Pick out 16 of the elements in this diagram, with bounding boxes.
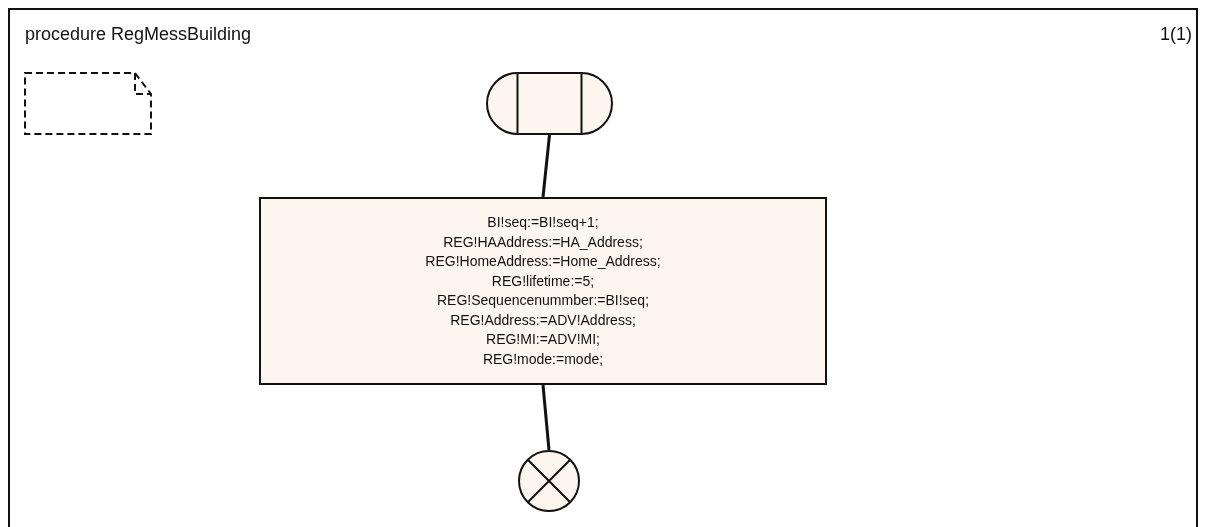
task-statement: REG!MI:=ADV!MI;	[486, 330, 600, 349]
flow-line	[541, 134, 551, 198]
task-statement: BI!seq:=BI!seq+1;	[487, 213, 599, 232]
task-statement: REG!mode:=mode;	[482, 349, 604, 369]
page-number: 1(1)	[1160, 24, 1192, 45]
flow-line	[541, 384, 551, 451]
procedure-start-symbol	[486, 72, 613, 135]
comment-symbol	[24, 72, 152, 135]
task-statement: REG!HomeAddress:=Home_Address;	[425, 252, 661, 271]
diagram-title: procedure RegMessBuilding	[25, 24, 252, 45]
task-statement: REG!Sequencenummber:=BI!seq;	[436, 291, 650, 310]
task-statement: REG!lifetime:=5;	[491, 271, 595, 291]
task-statement: REG!HAAddress:=HA_Address;	[443, 232, 643, 252]
task-statement: REG!Address:=ADV!Address;	[450, 310, 636, 330]
task-box	[259, 197, 827, 385]
return-symbol	[518, 450, 580, 512]
